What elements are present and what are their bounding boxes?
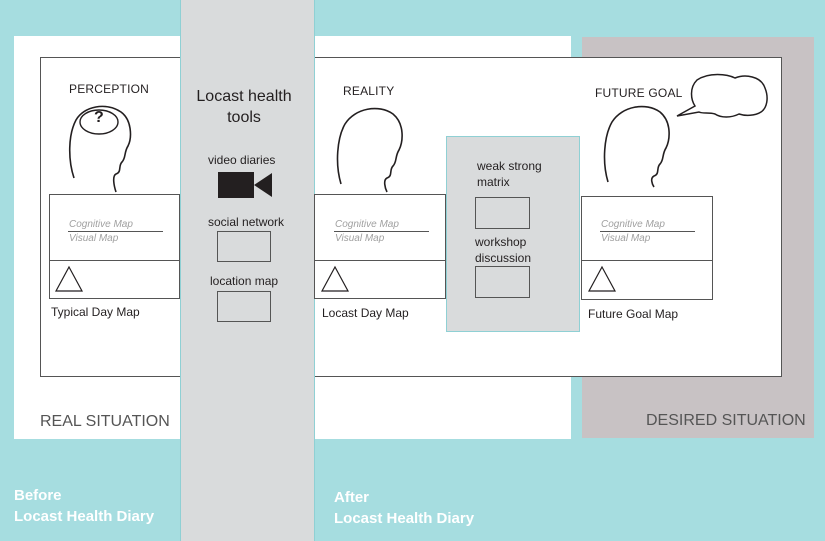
typical-day-map-box <box>49 194 180 299</box>
reality-head-icon <box>336 107 403 193</box>
map-line <box>68 231 163 232</box>
future-goal-map-box <box>581 196 713 300</box>
workshop-label: workshop <box>475 235 527 249</box>
typical-day-map-caption: Typical Day Map <box>51 305 140 319</box>
before-label: Before Locast Health Diary <box>14 485 154 527</box>
map-line <box>600 231 695 232</box>
future-head-icon <box>603 105 670 188</box>
video-camera-icon <box>218 172 272 198</box>
thought-bubble-icon <box>676 73 768 118</box>
perception-heading: PERCEPTION <box>69 82 150 96</box>
locast-day-map-box <box>314 194 446 299</box>
locast-health-tools-column <box>180 0 315 541</box>
future-goal-map-caption: Future Goal Map <box>588 307 679 321</box>
locast-day-map-caption: Locast Day Map <box>322 306 409 320</box>
map-divider <box>314 260 446 261</box>
location-map-box <box>217 291 271 322</box>
weak-strong-label: weak strong <box>477 159 542 173</box>
triangle-icon <box>54 265 84 292</box>
social-network-label: social network <box>208 215 285 229</box>
real-situation-label: REAL SITUATION <box>40 413 170 430</box>
discussion-box <box>475 266 530 298</box>
after-line1: After <box>334 489 370 506</box>
visual-map-label: Visual Map <box>335 233 385 244</box>
visual-map-label: Visual Map <box>601 233 651 244</box>
after-label: After Locast Health Diary <box>334 487 474 529</box>
cognitive-map-label: Cognitive Map <box>335 219 399 230</box>
before-line1: Before <box>14 487 62 504</box>
social-network-box <box>217 231 271 262</box>
location-map-label: location map <box>210 274 279 288</box>
map-divider <box>49 260 180 261</box>
discussion-label: discussion <box>475 251 532 265</box>
matrix-label: matrix <box>477 175 510 189</box>
visual-map-label: Visual Map <box>69 233 119 244</box>
workshop-panel <box>446 136 580 332</box>
tools-title-line2: tools <box>227 109 261 126</box>
perception-head-icon <box>68 105 132 193</box>
tools-title: Locast health tools <box>181 86 307 128</box>
after-line2: Locast Health Diary <box>334 510 475 527</box>
cognitive-map-label: Cognitive Map <box>601 219 665 230</box>
before-line2: Locast Health Diary <box>14 508 155 525</box>
desired-situation-label: DESIRED SITUATION <box>646 412 806 429</box>
map-divider <box>581 260 713 261</box>
question-mark: ? <box>94 109 104 126</box>
tools-title-line1: Locast health <box>196 88 292 105</box>
matrix-box <box>475 197 530 229</box>
triangle-icon <box>320 265 350 292</box>
future-goal-heading: FUTURE GOAL <box>595 86 683 100</box>
reality-heading: REALITY <box>343 84 395 98</box>
map-line <box>334 231 429 232</box>
cognitive-map-label: Cognitive Map <box>69 219 133 230</box>
video-diaries-label: video diaries <box>208 153 276 167</box>
triangle-icon <box>587 265 617 292</box>
